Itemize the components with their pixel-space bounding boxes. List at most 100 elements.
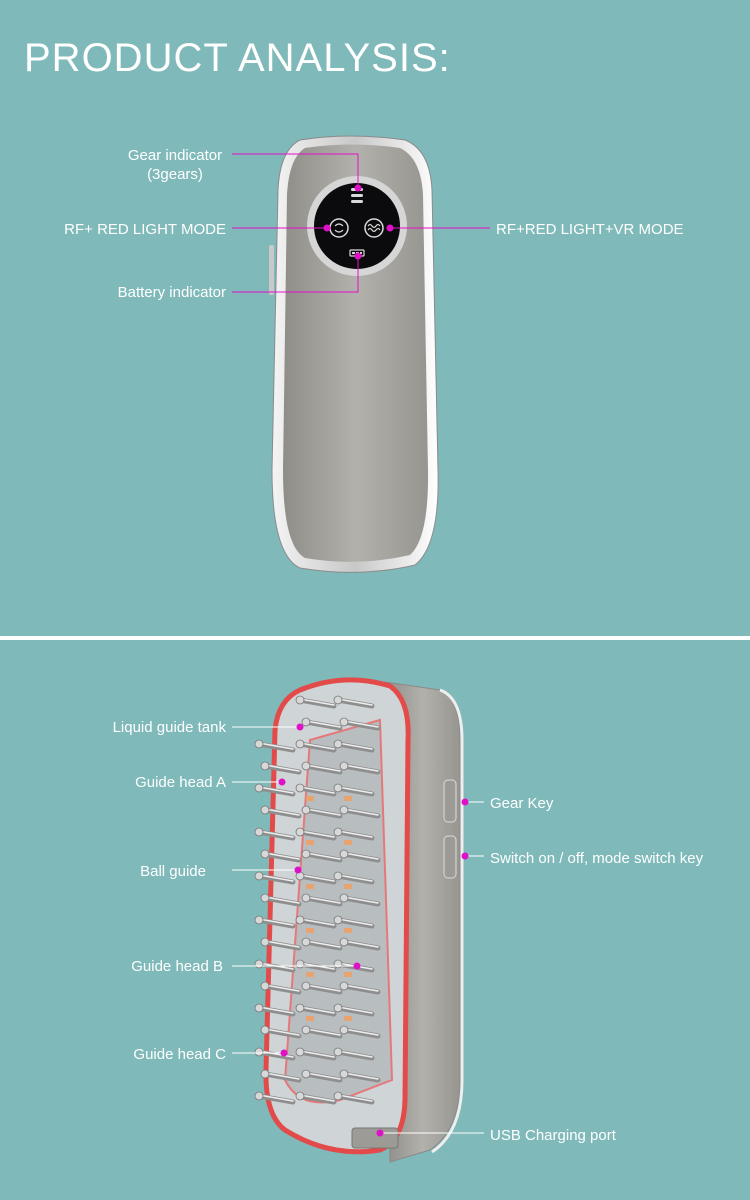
comb-pin-tip <box>333 739 343 749</box>
comb-pin <box>335 1049 375 1061</box>
comb-pin <box>262 851 302 863</box>
comb-pin-tip <box>295 1091 305 1101</box>
comb-pin-highlight <box>337 830 373 838</box>
comb-pin <box>303 719 343 731</box>
comb-pin <box>297 917 337 929</box>
comb-pin <box>256 741 296 753</box>
comb-pin-tip <box>260 1025 270 1035</box>
comb-pin-tip <box>301 893 311 903</box>
comb-pin-highlight <box>305 984 341 992</box>
comb-pin <box>335 917 375 929</box>
comb-pin <box>297 1049 337 1061</box>
switch-key-label: Switch on / off, mode switch key <box>490 850 704 867</box>
comb-pin-tip <box>254 783 264 793</box>
comb-pin-highlight <box>337 1050 373 1058</box>
top-callout-dots <box>323 184 394 260</box>
comb-pin-highlight <box>258 874 294 882</box>
comb-pin <box>303 939 343 951</box>
comb-pin-highlight <box>305 940 341 948</box>
red-light-led <box>344 928 352 933</box>
comb-pin-highlight <box>264 896 300 904</box>
comb-pin-highlight <box>343 808 379 816</box>
comb-pin <box>297 697 337 709</box>
gear-indicator-sub-text: (3gears) <box>147 166 203 183</box>
comb-pin-tip <box>254 959 264 969</box>
comb-pin-tip <box>260 805 270 815</box>
comb-pin-highlight <box>299 1094 335 1102</box>
comb-pin-highlight <box>258 918 294 926</box>
comb-pin-highlight <box>264 808 300 816</box>
comb-pin-tip <box>339 849 349 859</box>
page-title: PRODUCT ANALYSIS: <box>24 36 451 80</box>
comb-pin-highlight <box>258 786 294 794</box>
comb-pin <box>335 873 375 885</box>
gear-indicator-bar-2 <box>351 194 363 197</box>
comb-pin-tip <box>254 739 264 749</box>
comb-pin-tip <box>333 1003 343 1013</box>
comb-pin-tip <box>254 1003 264 1013</box>
battery-indicator-label: Battery indicator <box>117 284 226 301</box>
side-button <box>269 245 274 295</box>
section-divider <box>0 636 750 640</box>
comb-pin <box>303 807 343 819</box>
comb-pin <box>297 829 337 841</box>
top-callout-lines <box>232 153 490 293</box>
comb-pin <box>256 917 296 929</box>
comb-pin <box>297 873 337 885</box>
comb-pin-highlight <box>299 830 335 838</box>
comb-pin-highlight <box>264 1072 300 1080</box>
comb-pin-highlight <box>305 852 341 860</box>
comb-pin-tip <box>301 717 311 727</box>
comb-pin <box>262 983 302 995</box>
comb-pin-highlight <box>264 852 300 860</box>
guide-head-b-label: Guide head B <box>131 958 223 975</box>
comb-pin-tip <box>295 1047 305 1057</box>
comb-pin-highlight <box>337 874 373 882</box>
gear-indicator-bar-3 <box>351 200 363 203</box>
comb-pin <box>341 1071 381 1083</box>
comb-pin-tip <box>254 915 264 925</box>
red-light-led <box>344 796 352 801</box>
comb-pin <box>262 895 302 907</box>
comb-pin-highlight <box>299 742 335 750</box>
comb-pin-tip <box>301 805 311 815</box>
rf-red-light-mode-label: RF+ RED LIGHT MODE <box>64 221 226 238</box>
comb-pin-tip <box>260 761 270 771</box>
comb-pin-highlight <box>299 918 335 926</box>
comb-pin-tip <box>295 739 305 749</box>
gear-indicator-label: Gear indicator (3gears) <box>110 146 240 184</box>
comb-pin <box>303 983 343 995</box>
comb-pin-tip <box>339 893 349 903</box>
comb-pin-highlight <box>337 742 373 750</box>
comb-pin-tip <box>339 805 349 815</box>
comb-pin-tip <box>254 1091 264 1101</box>
red-light-led <box>344 972 352 977</box>
comb-pin <box>341 983 381 995</box>
comb-pin-highlight <box>343 852 379 860</box>
bottom-callout-lines <box>232 726 484 1134</box>
comb-pin-highlight <box>343 720 379 728</box>
comb-pin-tip <box>339 717 349 727</box>
gear-indicator-text: Gear indicator <box>127 147 223 164</box>
usb-charging-port <box>351 1127 399 1149</box>
comb-pin-tip <box>339 937 349 947</box>
comb-pins <box>254 695 381 1105</box>
comb-pin-tip <box>301 981 311 991</box>
red-light-led <box>306 796 314 801</box>
comb-pin-tip <box>260 893 270 903</box>
comb-pin <box>256 873 296 885</box>
comb-pin <box>341 719 381 731</box>
guide-head-c-label: Guide head C <box>133 1046 226 1063</box>
comb-pin <box>303 1071 343 1083</box>
comb-pin-tip <box>260 981 270 991</box>
comb-pin <box>303 1027 343 1039</box>
display-screen <box>314 183 400 269</box>
comb-pin-highlight <box>258 1094 294 1102</box>
comb-pin-tip <box>260 849 270 859</box>
comb-pin-tip <box>295 1003 305 1013</box>
usb-charging-port-label: USB Charging port <box>490 1127 616 1144</box>
rf-red-light-vr-icon <box>364 218 384 238</box>
comb-pin-highlight <box>343 1072 379 1080</box>
comb-pin-highlight <box>337 698 373 706</box>
